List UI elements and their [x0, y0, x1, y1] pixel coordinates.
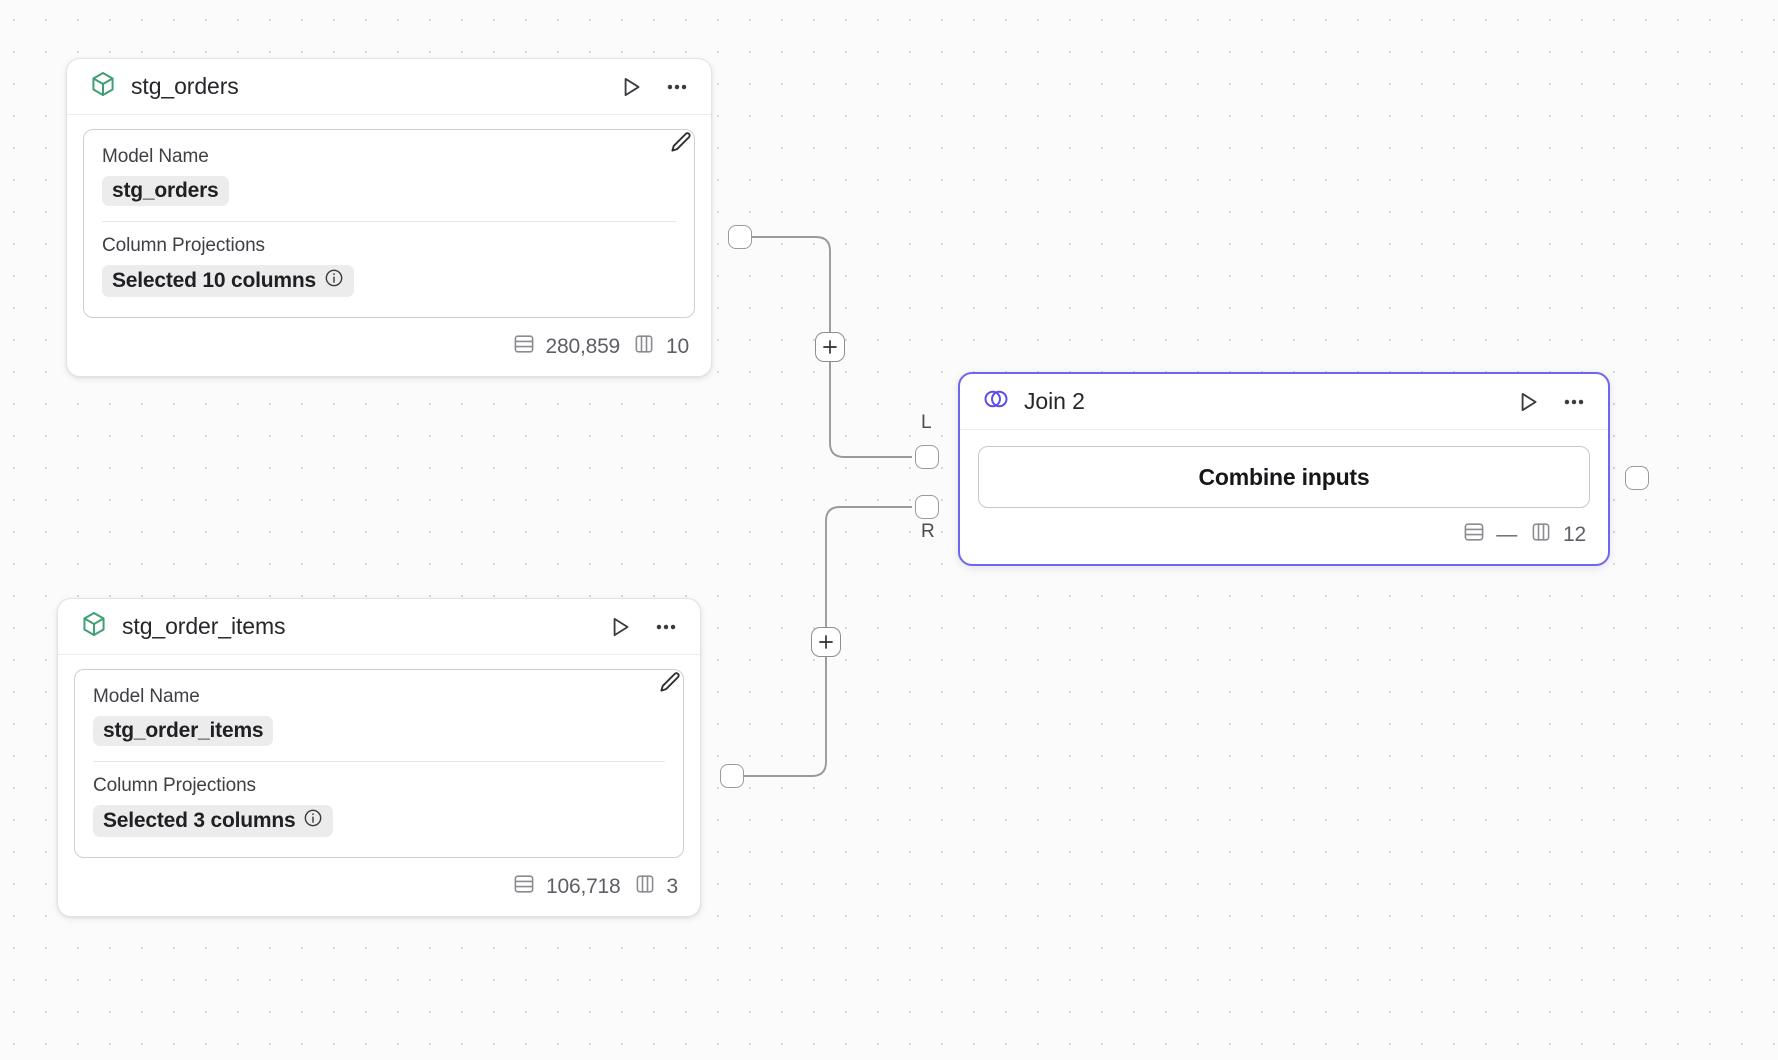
columns-icon — [632, 332, 656, 362]
field-label: Column Projections — [93, 775, 256, 796]
combine-inputs-button[interactable]: Combine inputs — [978, 446, 1590, 508]
node-header: stg_orders — [67, 59, 711, 115]
node-footer: — 12 — [960, 512, 1608, 564]
node-footer: 280,859 10 — [67, 324, 711, 376]
input-port-join-left[interactable] — [915, 445, 939, 469]
field-label: Model Name — [102, 146, 209, 167]
rows-value: 280,859 — [545, 335, 621, 358]
node-header: stg_order_items — [58, 599, 700, 655]
more-options-icon[interactable] — [1560, 388, 1588, 416]
columns-value: 3 — [666, 875, 679, 898]
row-count-stat: 106,718 — [512, 872, 621, 902]
model-name-chip[interactable]: stg_order_items — [93, 716, 274, 746]
edit-pencil-icon[interactable] — [668, 130, 694, 156]
add-node-button-upper[interactable] — [815, 332, 845, 362]
cube-icon — [89, 70, 117, 103]
info-icon[interactable] — [303, 808, 323, 834]
node-body: Model Name stg_orders Column Projections… — [67, 115, 711, 324]
column-projections-chip[interactable]: Selected 10 columns — [102, 265, 354, 297]
node-title: Join 2 — [1024, 388, 1085, 414]
node-stg-order-items[interactable]: stg_order_items — [57, 598, 701, 917]
add-node-button-lower[interactable] — [811, 627, 841, 657]
field-label: Model Name — [93, 686, 200, 707]
edit-pencil-icon[interactable] — [657, 670, 683, 696]
input-port-left-label: L — [921, 412, 932, 433]
more-options-icon[interactable] — [652, 613, 680, 641]
field-model-name: Model Name stg_orders — [102, 146, 676, 206]
more-options-icon[interactable] — [663, 73, 691, 101]
config-panel: Model Name stg_order_items Column Projec… — [74, 669, 684, 858]
venn-icon — [982, 385, 1010, 418]
columns-icon — [1529, 520, 1553, 550]
node-stg-orders[interactable]: stg_orders Mod — [66, 58, 712, 377]
cube-icon — [80, 610, 108, 643]
columns-value: 12 — [1563, 523, 1586, 546]
rows-icon — [512, 872, 536, 902]
column-count-stat: 10 — [632, 332, 689, 362]
run-icon[interactable] — [617, 73, 645, 101]
node-join-2[interactable]: Join 2 Combine inputs — [958, 372, 1610, 566]
header-actions — [606, 613, 680, 641]
config-panel: Model Name stg_orders Column Projections… — [83, 129, 695, 318]
input-port-join-right[interactable] — [915, 495, 939, 519]
rows-icon — [512, 332, 536, 362]
rows-icon — [1462, 520, 1486, 550]
columns-value: 10 — [666, 335, 689, 358]
node-footer: 106,718 3 — [58, 864, 700, 916]
chip-text: Selected 10 columns — [112, 269, 316, 292]
chip-text: stg_orders — [112, 179, 219, 202]
field-column-projections: Column Projections Selected 10 columns — [102, 235, 676, 297]
field-column-projections: Column Projections Selected 3 columns — [93, 775, 665, 837]
run-icon[interactable] — [1514, 388, 1542, 416]
input-port-right-label: R — [921, 521, 935, 542]
column-count-stat: 12 — [1529, 520, 1586, 550]
field-model-name: Model Name stg_order_items — [93, 686, 665, 746]
node-body: Combine inputs — [960, 430, 1608, 512]
divider — [93, 761, 665, 762]
node-header: Join 2 — [960, 374, 1608, 430]
field-label: Column Projections — [102, 235, 265, 256]
run-icon[interactable] — [606, 613, 634, 641]
header-actions — [1514, 388, 1588, 416]
column-projections-chip[interactable]: Selected 3 columns — [93, 805, 334, 837]
rows-value: — — [1496, 523, 1518, 546]
row-count-stat: — — [1462, 520, 1517, 550]
output-port-stg-order-items[interactable] — [720, 764, 744, 788]
output-port-join-2[interactable] — [1625, 466, 1649, 490]
chip-text: stg_order_items — [103, 719, 264, 742]
columns-icon — [633, 872, 657, 902]
node-title: stg_orders — [131, 73, 239, 99]
info-icon[interactable] — [324, 268, 344, 294]
node-body: Model Name stg_order_items Column Projec… — [58, 655, 700, 864]
node-title: stg_order_items — [122, 613, 286, 639]
chip-text: Selected 3 columns — [103, 809, 296, 832]
divider — [102, 221, 676, 222]
column-count-stat: 3 — [633, 872, 678, 902]
row-count-stat: 280,859 — [512, 332, 621, 362]
header-actions — [617, 73, 691, 101]
rows-value: 106,718 — [546, 875, 621, 898]
output-port-stg-orders[interactable] — [728, 225, 752, 249]
model-name-chip[interactable]: stg_orders — [102, 176, 229, 206]
